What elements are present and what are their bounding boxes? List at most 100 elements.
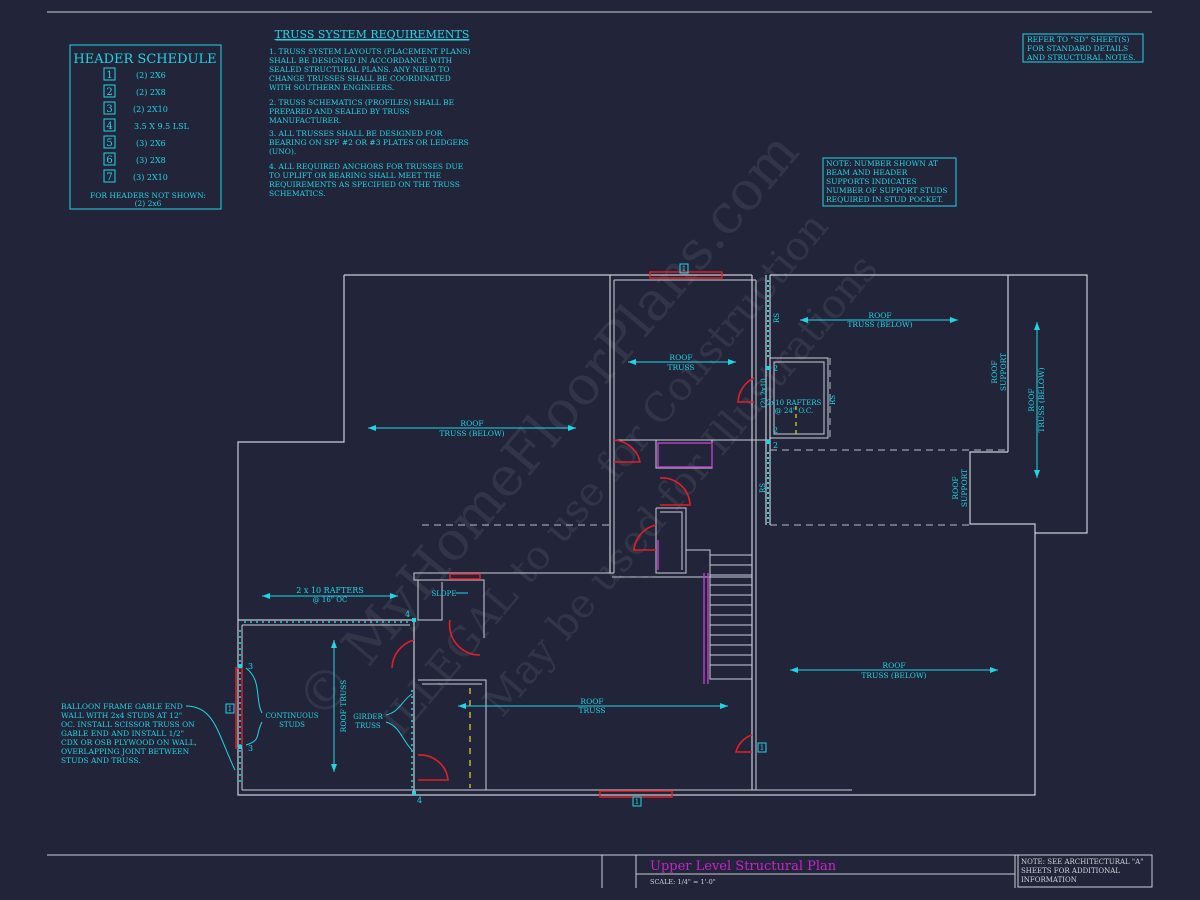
title-note-line: INFORMATION	[1021, 876, 1077, 884]
girder-label: GIRDER	[353, 713, 383, 721]
slope-label: SLOPE	[431, 590, 456, 598]
header-tag	[632, 796, 642, 807]
stud-count: 4	[417, 796, 422, 805]
leader-line	[385, 693, 413, 716]
stud-note-line: SUPPORTS INDICATES	[826, 177, 917, 186]
wall	[660, 511, 683, 570]
header-tag	[679, 263, 689, 274]
header-beam	[235, 667, 243, 749]
roof-label: TRUSS	[578, 706, 605, 715]
roof-support-label: ROOF	[951, 476, 960, 499]
header-schedule-title: HEADER SCHEDULE	[73, 52, 216, 67]
studs-label: CONTINUOUS	[265, 712, 318, 720]
door-swing	[391, 639, 415, 669]
rafter-label: @ 24" O.C.	[775, 407, 813, 415]
stud-count: 3	[248, 744, 253, 753]
wall	[417, 580, 443, 621]
header-beam	[599, 790, 673, 798]
roof-label: TRUSS (BELOW)	[861, 671, 926, 680]
outer-wall	[770, 274, 1088, 796]
door-swing	[734, 734, 753, 753]
rs-label: RS	[773, 313, 781, 323]
leader-line	[245, 667, 263, 714]
header-label: (2) 2x10	[760, 378, 768, 407]
truss-requirements-title: TRUSS SYSTEM REQUIREMENTS	[275, 28, 470, 41]
note-line: 2. TRUSS SCHEMATICS (PROFILES) SHALL BE	[269, 98, 454, 107]
door-swing	[448, 619, 481, 656]
note-line: (UNO).	[269, 147, 296, 156]
wall	[686, 549, 711, 573]
roof-label: ROOF	[669, 353, 692, 362]
svg-text:1: 1	[635, 798, 639, 806]
header-footnote: FOR HEADERS NOT SHOWN:	[90, 191, 206, 200]
leader-line	[185, 705, 236, 771]
rafter-label: @ 16" OC	[313, 596, 348, 604]
svg-text:1: 1	[106, 70, 112, 81]
drawing-title: Upper Level Structural Plan	[650, 859, 837, 874]
stud-note-line: NOTE: NUMBER SHOWN AT	[826, 159, 938, 168]
note-line: 1. TRUSS SYSTEM LAYOUTS (PLACEMENT PLANS…	[269, 47, 471, 56]
roof-label: TRUSS (BELOW)	[847, 320, 912, 329]
note-line: BEARING ON SPF #2 OR #3 PLATES OR LEDGER…	[269, 138, 469, 147]
refer-note-line: AND STRUCTURAL NOTES.	[1026, 53, 1135, 62]
balloon-note-line: GABLE END AND INSTALL 1/2"	[61, 729, 184, 738]
svg-text:2: 2	[106, 87, 112, 98]
note-line: REQUIREMENTS AS SPECIFIED ON THE TRUSS	[269, 180, 460, 189]
note-line: CHANGE TRUSSES SHALL BE COORDINATED	[269, 74, 451, 83]
note-line: 3. ALL TRUSSES SHALL BE DESIGNED FOR	[269, 129, 443, 138]
truss-requirements: TRUSS SYSTEM REQUIREMENTS 1. TRUSS SYSTE…	[269, 28, 471, 198]
svg-text:6: 6	[106, 155, 112, 166]
refer-note: REFER TO "SD" SHEET(S) FOR STANDARD DETA…	[1022, 33, 1144, 63]
roof-label: ROOF	[460, 419, 483, 428]
door-swing	[633, 524, 657, 551]
svg-text:1: 1	[682, 265, 686, 273]
closet	[773, 361, 825, 435]
note-line: SHALL BE DESIGNED IN ACCORDANCE WITH	[269, 56, 453, 65]
headers-and-doors	[235, 271, 755, 798]
stud-note-line: NUMBER OF SUPPORT STUDS	[826, 186, 948, 195]
rs-label: RS	[829, 395, 837, 405]
header-row: 6 (3) 2X8	[103, 152, 166, 166]
note-line: PREPARED AND SEALED BY TRUSS	[269, 107, 410, 116]
refer-note-line: FOR STANDARD DETAILS	[1027, 44, 1128, 53]
stairs	[709, 554, 753, 680]
balloon-note-line: OVERLAPPING JOINT BETWEEN	[61, 747, 190, 756]
header-row: 4 3.5 X 9.5 LSL	[103, 118, 190, 132]
roof-label: ROOF	[882, 661, 905, 670]
header-beam	[649, 271, 723, 279]
studs-label: STUDS	[279, 721, 305, 729]
stud-count: 4	[405, 610, 410, 619]
roof-support-label: ROOF	[990, 360, 999, 383]
wall	[418, 679, 487, 790]
refer-note-line: REFER TO "SD" SHEET(S)	[1027, 35, 1129, 44]
leader-line	[245, 721, 263, 746]
header-footnote-value: (2) 2x6	[135, 199, 162, 208]
rafter-label: 2x10 RAFTERS	[767, 399, 822, 407]
magenta-element	[657, 442, 713, 468]
stud-count: 2	[773, 441, 778, 450]
header-size: (2) 2X8	[136, 88, 166, 97]
header-size: (3) 2X6	[136, 139, 166, 148]
header-size: (3) 2X10	[133, 173, 168, 182]
svg-text:3: 3	[106, 104, 112, 115]
closet	[769, 357, 829, 439]
roof-label: ROOF TRUSS	[339, 680, 348, 733]
door-swing	[417, 754, 449, 781]
plan-annotations: ROOF TRUSS (BELOW) ROOF TRUSS ROOF TRUSS…	[185, 263, 1046, 807]
header-schedule: HEADER SCHEDULE 1 (2) 2X6 2 (2) 2X8 3 (2…	[69, 44, 222, 210]
title-note-box	[1017, 854, 1153, 888]
stud-note-line: BEAM AND HEADER	[826, 168, 908, 177]
title-note-line: NOTE: SEE ARCHITECTURAL "A"	[1021, 858, 1143, 866]
rafter-label: 2 x 10 RAFTERS	[296, 586, 363, 595]
stud-count-note: NOTE: NUMBER SHOWN AT BEAM AND HEADER SU…	[822, 157, 957, 207]
roof-support-label: SUPPORT	[960, 469, 969, 507]
header-row: 2 (2) 2X8	[103, 84, 166, 98]
balloon-note-line: OC. INSTALL SCISSOR TRUSS ON	[61, 720, 195, 729]
rs-label: RS	[759, 483, 767, 493]
door-swing	[737, 377, 755, 403]
header-size: (2) 2X10	[133, 105, 168, 114]
roof-label: ROOF	[1027, 388, 1036, 411]
wall	[413, 572, 614, 638]
header-row: 7 (3) 2X10	[103, 169, 168, 183]
